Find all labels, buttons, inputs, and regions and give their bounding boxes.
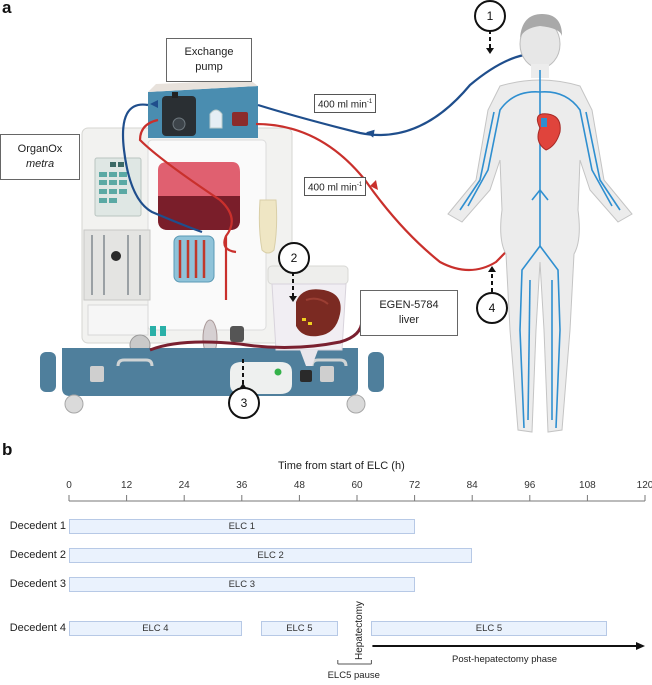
- perfusion-tubing: [122, 53, 525, 352]
- panel-a-illustration: [40, 14, 633, 433]
- row-label-decedent-4: Decedent 4: [9, 622, 66, 634]
- row-label-decedent-2: Decedent 2: [9, 549, 66, 561]
- marker-4: 4: [476, 292, 508, 324]
- exchange-pump-line2: pump: [195, 61, 223, 73]
- timeline-bar: ELC 1: [69, 519, 415, 534]
- timeline-bar: ELC 4: [69, 621, 242, 636]
- x-tick-label: 96: [524, 480, 536, 491]
- exchange-pump-line1: Exchange: [184, 46, 234, 58]
- pause-label: ELC5 pause: [327, 670, 380, 681]
- outflow-text: 400 ml min: [308, 182, 357, 194]
- hepatectomy-label: Hepatectomy: [354, 601, 365, 660]
- outflow-exponent: -1: [356, 182, 363, 188]
- return-flow-exponent: -1: [366, 99, 373, 105]
- x-tick-label: 12: [121, 480, 133, 491]
- organox-line1: OrganOx: [17, 143, 63, 155]
- x-tick-label: 48: [293, 480, 305, 491]
- x-tick-label: 36: [236, 480, 248, 491]
- x-tick-label: 60: [351, 480, 363, 491]
- liver-callout: EGEN-5784 liver: [360, 290, 458, 336]
- x-tick-label: 120: [636, 480, 652, 491]
- post-phase-label: Post-hepatectomy phase: [452, 654, 558, 665]
- x-axis-title: Time from start of ELC (h): [278, 460, 405, 472]
- return-flow-rate: 400 ml min-1: [314, 94, 377, 114]
- organox-line2: metra: [25, 158, 55, 170]
- exchange-pump-unit: [148, 80, 258, 138]
- human-body-figure: [447, 14, 633, 433]
- liver-line1: EGEN-5784: [379, 299, 439, 311]
- outflow-rate: 400 ml min-1: [304, 177, 367, 197]
- post-phase-arrowhead: [636, 642, 645, 650]
- panel-b-label: b: [2, 440, 13, 459]
- organox-metra-callout: OrganOx metra: [0, 134, 80, 180]
- timeline-bar: ELC 5: [371, 621, 607, 636]
- marker-2: 2: [278, 242, 310, 274]
- x-tick-label: 0: [66, 480, 72, 491]
- x-tick-label: 108: [579, 480, 596, 491]
- timeline-bar: ELC 2: [69, 548, 473, 563]
- timeline-bar: ELC 5: [261, 621, 338, 636]
- marker-1: 1: [474, 0, 506, 32]
- marker-pointers: [242, 30, 493, 386]
- x-tick-label: 72: [409, 480, 421, 491]
- x-tick-label: 24: [178, 480, 190, 491]
- marker-3: 3: [228, 387, 260, 419]
- x-tick-label: 84: [466, 480, 478, 491]
- liver-line2: liver: [398, 314, 420, 326]
- organox-metra-device: [40, 127, 384, 414]
- panel-a-label: a: [2, 0, 12, 17]
- liver-chamber: [267, 265, 349, 366]
- return-flow-text: 400 ml min: [318, 99, 367, 111]
- exchange-pump-callout: Exchange pump: [166, 38, 252, 82]
- row-label-decedent-1: Decedent 1: [9, 520, 66, 532]
- timeline-bar: ELC 3: [69, 577, 415, 592]
- row-label-decedent-3: Decedent 3: [9, 578, 66, 590]
